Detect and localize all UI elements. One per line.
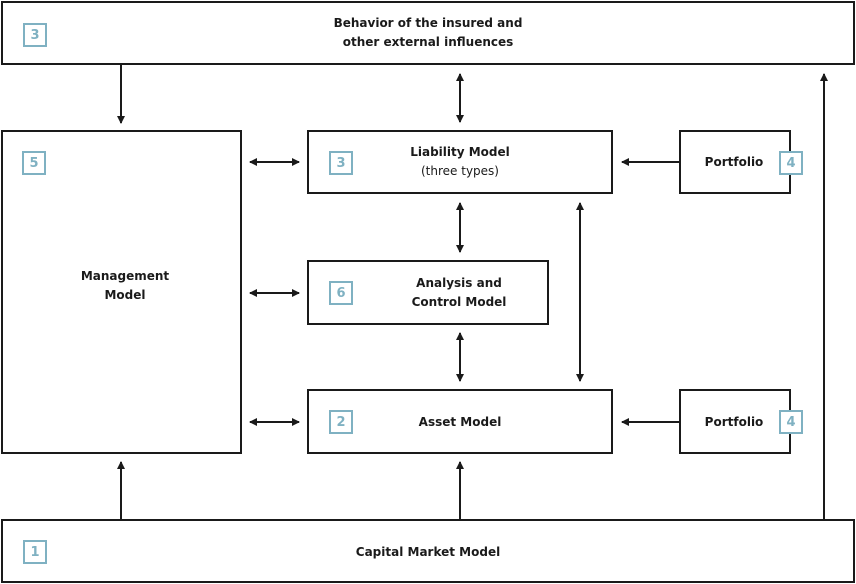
- liability-label-line1: Liability Model: [410, 145, 510, 159]
- portfolio-bottom-label: Portfolio: [704, 415, 764, 429]
- liability-model-box: 3 Liability Model (three types): [307, 130, 613, 194]
- portfolio-bottom-number-badge: 4: [779, 410, 803, 434]
- analysis-label: Analysis and Control Model: [369, 274, 549, 312]
- management-number-badge: 5: [22, 151, 46, 175]
- asset-model-box: 2 Asset Model: [307, 389, 613, 454]
- asset-label: Asset Model: [418, 415, 502, 429]
- analysis-number-badge: 6: [329, 281, 353, 305]
- behavior-label: Behavior of the insured and other extern…: [3, 14, 853, 52]
- capital-number-badge: 1: [23, 540, 47, 564]
- management-label: Management Model: [3, 267, 247, 305]
- portfolio-bottom-box: Portfolio 4: [679, 389, 803, 454]
- management-model-box: 5 Management Model: [1, 130, 242, 454]
- portfolio-top-box: Portfolio 4: [679, 130, 803, 194]
- analysis-control-model-box: 6 Analysis and Control Model: [307, 260, 549, 325]
- management-label-line1: Management: [80, 269, 170, 283]
- capital-market-model-box: 1 Capital Market Model: [1, 519, 855, 583]
- portfolio-top-number-badge: 4: [779, 151, 803, 175]
- liability-label-line2: (three types): [421, 164, 499, 178]
- behavior-label-line2: other external influences: [342, 35, 514, 49]
- liability-number-badge: 3: [329, 151, 353, 175]
- analysis-label-line1: Analysis and: [416, 276, 502, 290]
- portfolio-top-label: Portfolio: [704, 155, 764, 169]
- liability-label: Liability Model (three types): [309, 143, 611, 181]
- capital-label: Capital Market Model: [355, 545, 501, 559]
- behavior-box: 3 Behavior of the insured and other exte…: [1, 1, 855, 65]
- behavior-label-line1: Behavior of the insured and: [333, 16, 523, 30]
- management-label-line2: Model: [104, 288, 146, 302]
- analysis-label-line2: Control Model: [411, 295, 507, 309]
- behavior-number-badge: 3: [23, 23, 47, 47]
- asset-number-badge: 2: [329, 410, 353, 434]
